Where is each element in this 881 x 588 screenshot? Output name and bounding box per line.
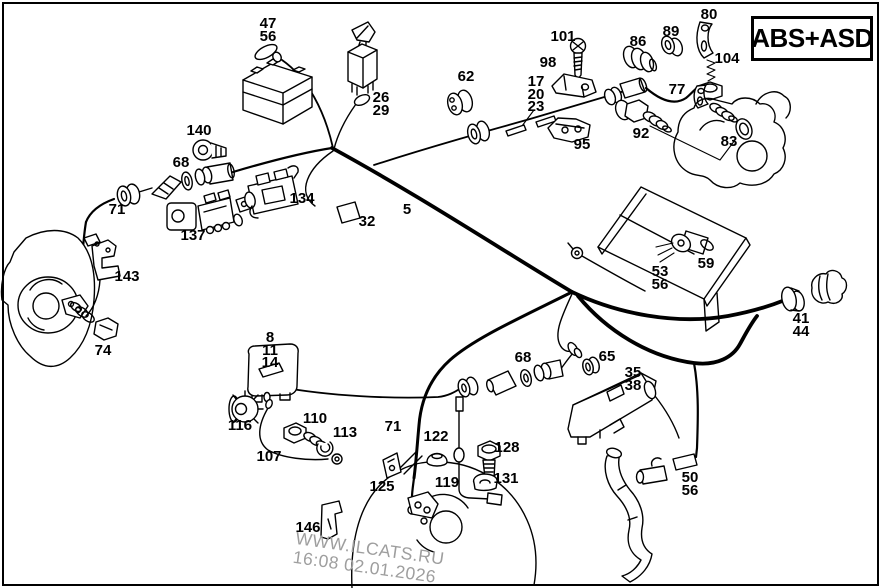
- part-74-bolt: [69, 301, 119, 341]
- part-71-grommet: [116, 183, 141, 207]
- part-plug-cone: [151, 175, 182, 200]
- part-label-83: 83: [720, 133, 738, 150]
- part-83-seal-ring: [735, 118, 753, 140]
- part-label-41-44: 41 44: [792, 310, 810, 340]
- part-label-68-b: 68: [514, 349, 532, 366]
- part-95-bracket: [547, 117, 591, 143]
- part-122-cap: [426, 452, 448, 467]
- part-label-86: 86: [629, 33, 647, 50]
- part-label-68-a: 68: [172, 154, 190, 171]
- part-119-sensor: [407, 396, 503, 519]
- part-label-92: 92: [632, 125, 650, 142]
- part-146-bracket: [320, 500, 343, 540]
- part-32-tag: [336, 201, 361, 224]
- part-label-95: 95: [573, 136, 591, 153]
- part-label-128: 128: [494, 439, 520, 456]
- part-35-38-relay-bracket: [567, 372, 657, 445]
- part-label-53-56: 53 56: [651, 263, 669, 293]
- part-128-bolt: [477, 440, 501, 479]
- part-92-sensor-bolt: [614, 99, 672, 133]
- part-101-screw: [569, 37, 587, 80]
- part-62-grommet-online: [466, 120, 491, 145]
- part-label-134: 134: [289, 190, 315, 207]
- part-label-62: 62: [457, 68, 475, 85]
- part-label-65: 65: [598, 348, 616, 365]
- part-label-80: 80: [700, 6, 718, 23]
- part-label-50-56: 50 56: [681, 469, 699, 499]
- mid-sensor-connector-chain: [457, 341, 600, 398]
- part-label-71-b: 71: [384, 418, 402, 435]
- part-89-grommet: [660, 35, 684, 57]
- part-80-bracket: [696, 21, 714, 59]
- part-label-59: 59: [697, 255, 715, 272]
- part-label-131: 131: [493, 470, 519, 487]
- part-125-clip: [382, 452, 402, 479]
- front-wheel-assembly: [320, 396, 537, 588]
- part-8-11-14-bracket: [247, 343, 299, 403]
- part-68-ring: [181, 171, 193, 191]
- part-50-56-terminal: [635, 453, 698, 485]
- part-143-bracket: [83, 233, 121, 317]
- part-label-140: 140: [186, 122, 212, 139]
- part-label-26-29: 26 29: [372, 89, 390, 119]
- part-label-101: 101: [550, 28, 576, 45]
- part-label-32: 32: [358, 213, 376, 230]
- harness-wires: [78, 59, 787, 500]
- part-92-sensor-at-knuckle: [709, 102, 738, 123]
- left-sensor-connector-chain: [116, 162, 235, 207]
- part-59-connector: [655, 230, 714, 263]
- part-label-98: 98: [539, 54, 557, 71]
- part-label-5: 5: [402, 201, 412, 218]
- part-battery: [242, 58, 313, 125]
- part-label-113: 113: [332, 424, 358, 441]
- part-label-8-11-14: 8 11 14: [261, 329, 279, 371]
- part-boot: [811, 269, 848, 304]
- part-label-110: 110: [302, 410, 328, 427]
- part-label-146: 146: [295, 519, 321, 536]
- part-53-56-ring-terminal: [567, 242, 584, 260]
- part-label-107: 107: [256, 448, 282, 465]
- part-label-35-38: 35 38: [624, 364, 642, 394]
- part-label-74: 74: [94, 342, 112, 359]
- part-83-knuckle: [673, 91, 791, 189]
- part-68-ring-mid: [519, 368, 533, 388]
- part-137-clamp-set: [166, 189, 253, 235]
- part-41-44-grommet: [781, 286, 805, 312]
- part-label-119: 119: [434, 474, 460, 491]
- part-label-143: 143: [114, 268, 140, 285]
- part-end-plug: [567, 341, 583, 359]
- part-17-20-23-ties: [505, 115, 557, 137]
- part-s-pipe: [604, 447, 653, 583]
- part-label-17-20-23: 17 20 23: [527, 73, 545, 115]
- part-98-bracket: [551, 73, 597, 98]
- part-59-bracket-box: [597, 186, 751, 332]
- part-label-125: 125: [369, 478, 395, 495]
- part-65-grommet: [582, 356, 600, 376]
- part-rear-plug: [603, 77, 648, 106]
- part-47-56-connector: [254, 43, 282, 63]
- part-107-ground-strap: [263, 391, 343, 465]
- abs-asd-badge: ABS+ASD: [751, 16, 873, 61]
- part-label-116: 116: [227, 417, 253, 434]
- part-26-29-connector: [353, 94, 371, 106]
- part-113-washer: [316, 441, 334, 457]
- part-plug-body: [194, 162, 235, 186]
- part-label-71-a: 71: [108, 201, 126, 218]
- part-label-77: 77: [668, 81, 686, 98]
- part-116-gear: [228, 390, 264, 428]
- part-label-122: 122: [423, 428, 449, 445]
- part-131-clip: [472, 473, 498, 492]
- part-label-137: 137: [180, 227, 206, 244]
- part-label-104: 104: [714, 50, 740, 67]
- part-62-grommet-exploded: [446, 89, 474, 116]
- part-86-grommet: [622, 45, 658, 73]
- rear-left-wheel-assembly: [0, 229, 121, 368]
- part-label-47-56: 47 56: [259, 15, 277, 45]
- part-relay: [347, 21, 378, 96]
- part-140-grommet: [192, 139, 227, 161]
- part-label-89: 89: [662, 23, 680, 40]
- part-134-connector: [244, 165, 299, 219]
